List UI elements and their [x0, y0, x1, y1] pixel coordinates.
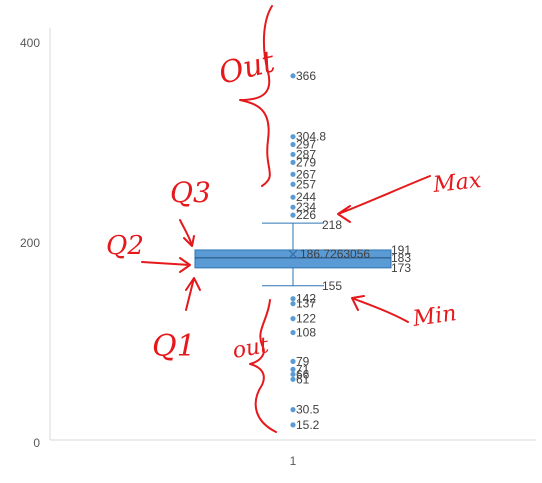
outlier-point: [290, 73, 296, 79]
q2-arrow: [141, 257, 191, 273]
outlier-label: 279: [296, 155, 316, 169]
y-tick-label: 200: [20, 236, 40, 250]
mean-marker: [288, 249, 298, 259]
outlier-point: [290, 371, 296, 377]
outlier-label: 15.2: [296, 418, 320, 432]
annotation-q1: Q1: [152, 329, 196, 364]
bottom-outlier-bracket: [249, 299, 277, 433]
outlier-label: 108: [296, 326, 316, 340]
outlier-point: [290, 134, 296, 140]
top-outlier-bracket: [239, 5, 273, 187]
outlier-point: [290, 194, 296, 200]
outlier-label: 244: [296, 190, 316, 204]
outlier-label: 71: [296, 362, 310, 376]
annotation-max: Max: [431, 168, 483, 198]
q1-arrow: [185, 277, 201, 311]
outlier-point: [290, 141, 296, 148]
iqr-box: [194, 249, 392, 269]
outlier-label: 267: [296, 167, 316, 181]
outlier-point: [290, 171, 296, 177]
outlier-label: 79: [296, 354, 310, 368]
outlier-label: 142: [296, 292, 316, 306]
outlier-point: [290, 301, 296, 307]
annotation-q2: Q2: [106, 231, 144, 261]
outlier-point: [290, 212, 296, 218]
annotation-q3: Q3: [170, 176, 211, 209]
outlier-point: [290, 204, 296, 210]
outlier-label: 30.5: [296, 403, 320, 417]
q3-arrow: [179, 219, 195, 247]
y-tick-label: 0: [33, 436, 40, 450]
annotation-out-bottom: out: [231, 333, 271, 364]
outlier-label: 257: [296, 177, 316, 191]
outlier-point: [290, 376, 296, 382]
annotation-min: Min: [410, 301, 458, 332]
outlier-point: [290, 296, 296, 302]
outlier-point: [290, 422, 296, 428]
median-label: 183: [391, 251, 411, 265]
outlier-label: 366: [296, 69, 316, 83]
outlier-point: [290, 358, 296, 364]
q3-label: 191: [391, 243, 411, 257]
x-tick-label: 1: [290, 454, 297, 468]
min-arrow: [351, 295, 409, 323]
outlier-label: 61: [296, 372, 310, 386]
outlier-label: 234: [296, 200, 316, 214]
outlier-label: 297: [296, 137, 316, 151]
outlier-point: [290, 181, 296, 187]
outlier-point: [290, 151, 296, 158]
q1-label: 173: [391, 261, 411, 275]
outlier-label: 122: [296, 312, 316, 326]
outlier-point: [290, 366, 296, 372]
outlier-point: [290, 407, 296, 413]
outlier-label: 287: [296, 147, 316, 161]
outlier-point: [290, 329, 296, 336]
outlier-label: 304.8: [296, 130, 326, 144]
mean-label: 186.7263056: [300, 247, 370, 261]
outlier-label: 137: [296, 297, 316, 311]
whisker-high-label: 218: [322, 218, 342, 232]
outlier-label: 226: [296, 208, 316, 222]
outlier-point: [290, 159, 296, 165]
handwritten-annotations: Out Q3 Q2 Q1 out Max Min: [106, 5, 483, 433]
outlier-label: 66: [296, 367, 310, 381]
y-tick-label: 400: [20, 36, 40, 50]
outlier-point: [290, 316, 296, 322]
whisker-low-label: 155: [322, 279, 342, 293]
max-arrow: [337, 175, 431, 223]
